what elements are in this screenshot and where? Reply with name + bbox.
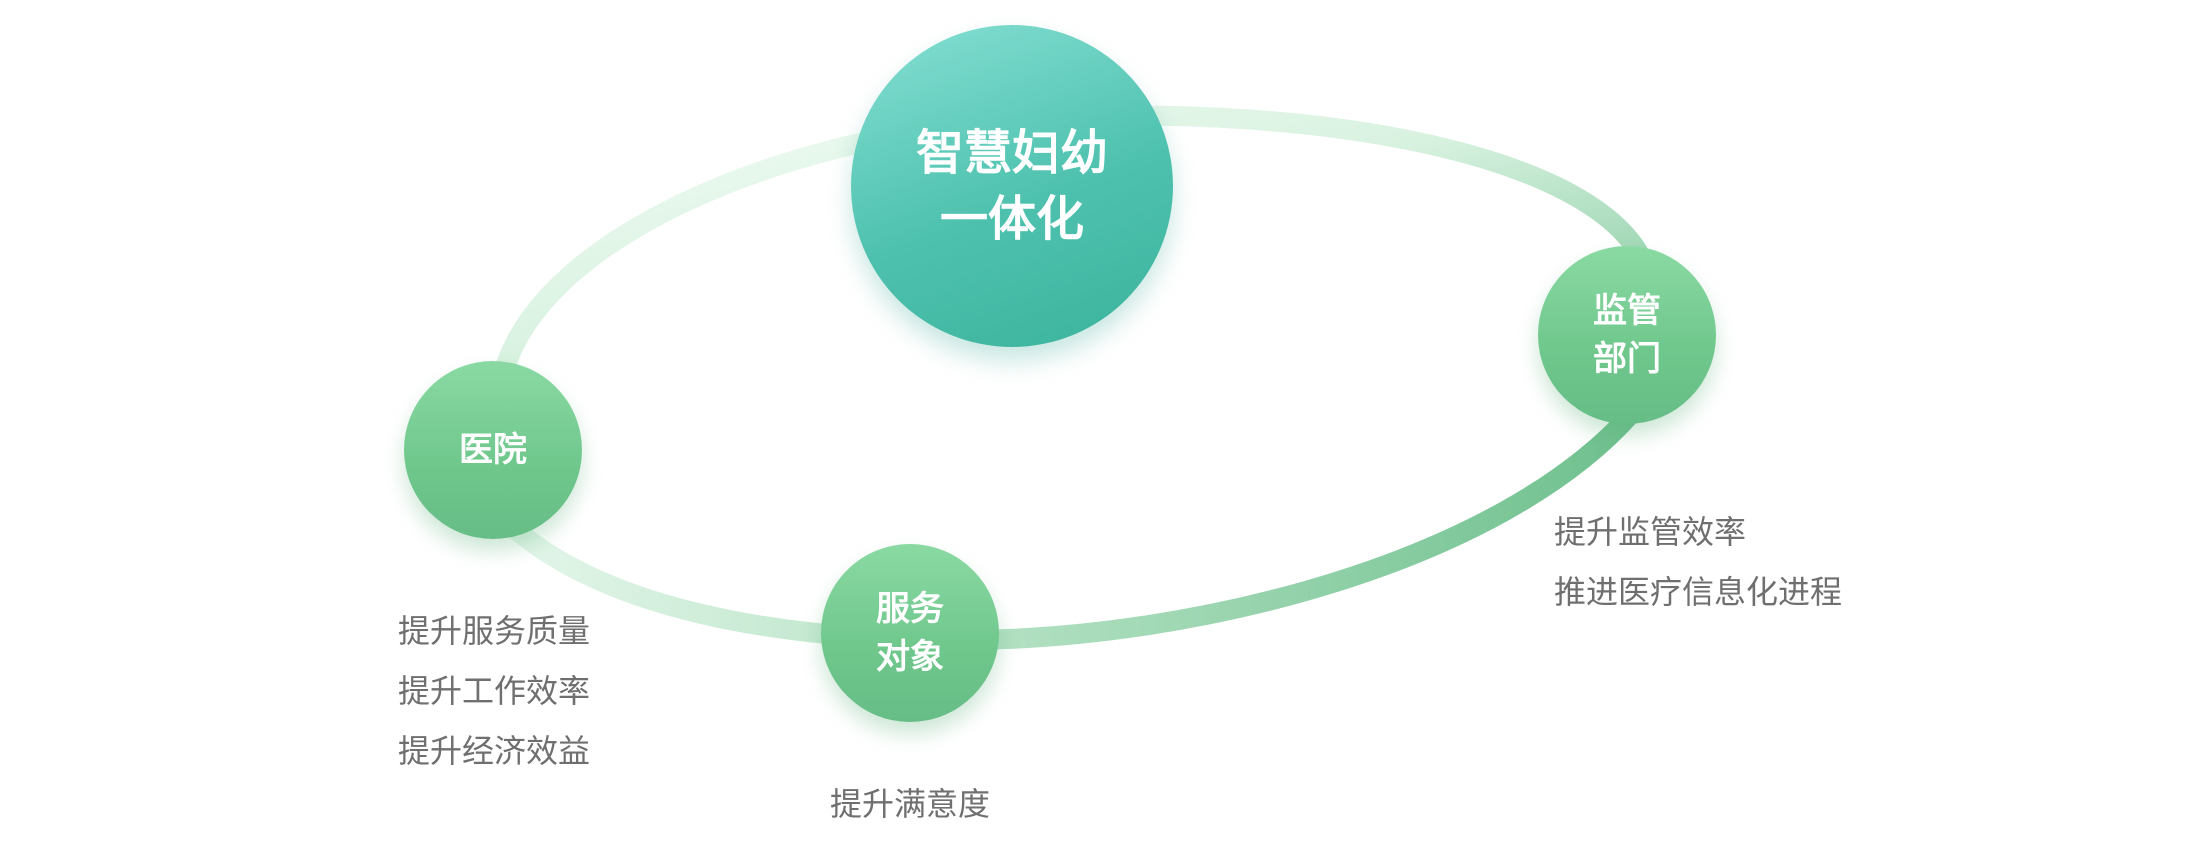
benefit-item: 提升服务质量	[398, 612, 591, 650]
hub-circle: 智慧妇幼 一体化	[851, 25, 1173, 347]
hospital-benefits: 提升服务质量 提升工作效率 提升经济效益	[398, 601, 590, 781]
benefit-item: 提升监管效率	[1554, 513, 1747, 551]
node-hospital: 医院	[404, 361, 582, 539]
hub-label-line-2: 一体化	[939, 191, 1084, 247]
orbit-ring-lower-arc	[495, 405, 1640, 651]
node-service-target: 服务 对象	[821, 544, 999, 722]
benefit-item: 提升满意度	[830, 785, 991, 823]
benefit-item: 提升经济效益	[398, 732, 591, 770]
node-service-label-line-1: 服务	[876, 589, 944, 629]
node-service-label-line-2: 对象	[876, 637, 944, 677]
benefit-item: 推进医疗信息化进程	[1554, 573, 1843, 611]
node-supervision-label-line-2: 部门	[1593, 339, 1661, 379]
node-supervision-label-line-1: 监管	[1593, 291, 1661, 331]
node-hospital-label: 医院	[459, 430, 527, 470]
service-benefits: 提升满意度	[830, 774, 990, 834]
hub-label-line-1: 智慧妇幼	[915, 125, 1108, 181]
node-supervision-dept: 监管 部门	[1538, 246, 1716, 424]
benefit-item: 提升工作效率	[398, 672, 591, 710]
supervision-benefits: 提升监管效率 推进医疗信息化进程	[1554, 502, 1842, 622]
